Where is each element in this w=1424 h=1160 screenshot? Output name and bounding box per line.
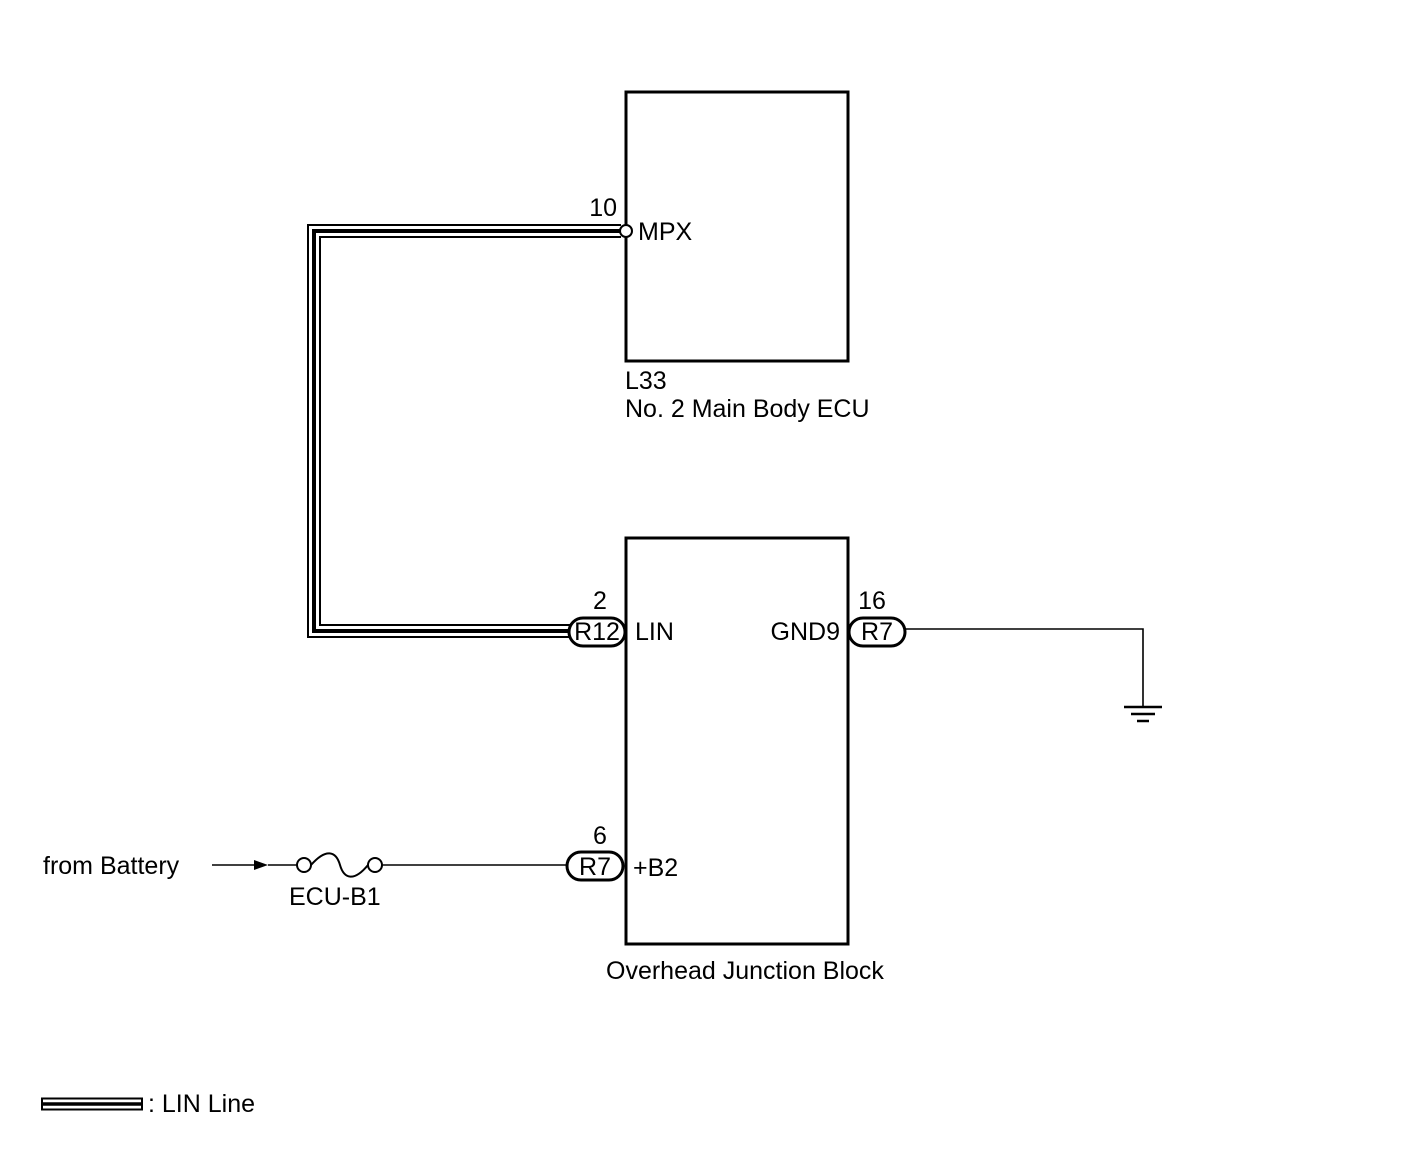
ground-wire [905, 628, 1144, 706]
b2-connector-label: R7 [579, 853, 611, 881]
junction-block-box [624, 536, 850, 946]
ecu-mpx-terminal [619, 224, 633, 238]
legend-text: : LIN Line [148, 1090, 255, 1118]
lin-line-wire [307, 224, 621, 638]
ecu-connector-id: L33 [625, 367, 667, 395]
fuse-icon [296, 852, 383, 878]
gnd-connector-label: R7 [861, 618, 893, 646]
ecu-box [624, 90, 850, 363]
fuse-label: ECU-B1 [289, 883, 381, 911]
ecu-name: No. 2 Main Body ECU [625, 395, 870, 423]
junction-block-name: Overhead Junction Block [606, 957, 884, 985]
gnd-pin-number: 16 [858, 587, 886, 615]
lin-connector-label: R12 [574, 618, 620, 646]
ground-symbol-icon [1124, 705, 1162, 723]
gnd-connector-badge [847, 616, 907, 648]
lin-connector-badge [567, 616, 627, 648]
gnd-terminal-label: GND9 [771, 618, 840, 646]
lin-terminal-label: LIN [635, 618, 674, 646]
ecu-terminal-label: MPX [638, 218, 693, 246]
battery-source-label: from Battery [43, 852, 180, 880]
lin-pin-number: 2 [593, 587, 607, 615]
b2-pin-number: 6 [593, 822, 607, 850]
b2-terminal-label: +B2 [633, 854, 678, 882]
b2-connector-badge [565, 850, 625, 882]
battery-feed-wire [212, 860, 567, 870]
ecu-pin-number: 10 [589, 194, 617, 222]
